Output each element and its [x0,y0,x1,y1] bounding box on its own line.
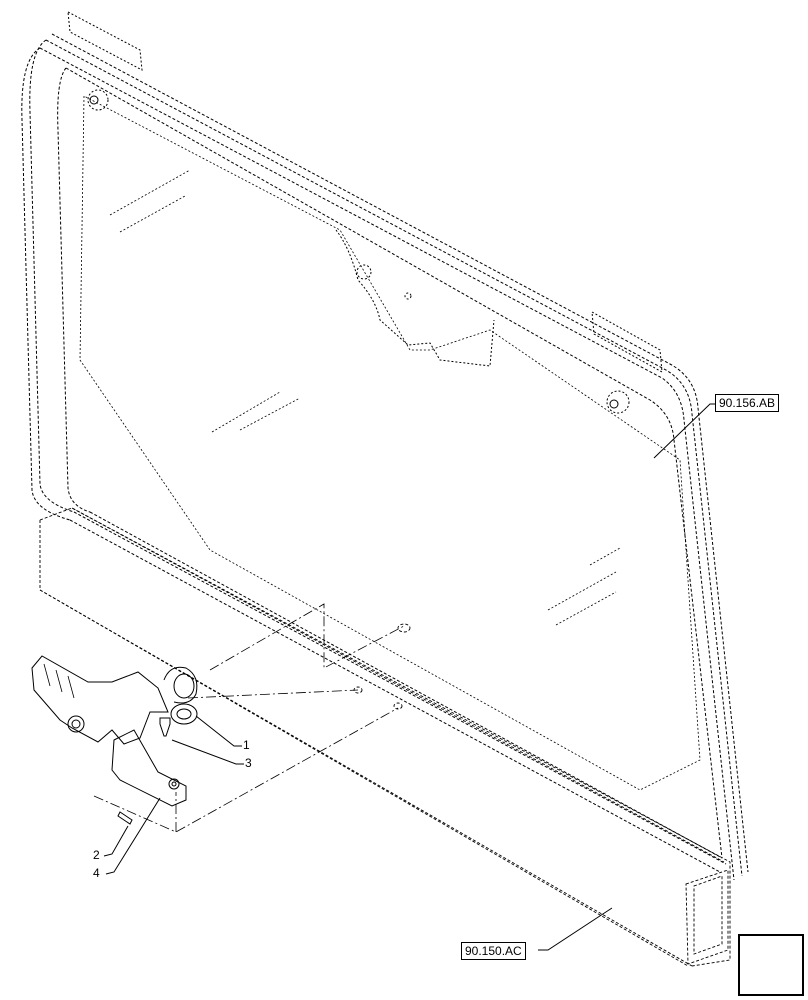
latch-handle [31,655,169,745]
callout-label-4: 4 [93,866,100,880]
center-cutout [335,229,495,367]
frame-bottom-rail [69,511,727,873]
door-glass-panel [21,11,749,881]
screw-3 [159,717,171,737]
small-parts [117,703,198,825]
frame-outer-rail [39,47,735,881]
mount-boss-right [606,390,630,414]
latch-knob [163,666,198,704]
latch-handle-assembly [31,655,198,807]
callout-leaders [103,403,718,951]
reference-label-glass-panel[interactable]: 90.156.AB [715,394,780,412]
callout-label-3: 3 [245,756,252,770]
frame-inner-edge [65,67,723,859]
upper-hinge-left [67,11,143,71]
base-frame-beam [39,507,731,967]
latch-bracket [111,729,187,807]
pin-2 [117,811,133,825]
next-page-arrow-icon[interactable] [738,934,804,996]
callout-label-1: 1 [243,738,250,752]
assembly-leaders [93,603,405,833]
upper-hinge-right [591,311,663,373]
reference-label-base-frame[interactable]: 90.150.AC [461,942,526,960]
callout-label-2: 2 [93,848,100,862]
washer-1 [170,703,198,725]
glass-pane [79,95,701,791]
mount-boss-top-left [87,89,109,111]
